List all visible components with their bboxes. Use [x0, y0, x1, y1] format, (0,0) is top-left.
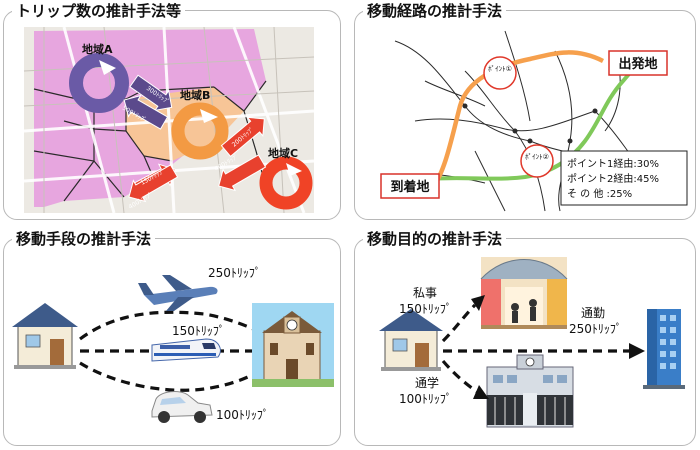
purpose-diagram: 私事 150ﾄﾘｯﾌﾟ 通勤 250ﾄﾘｯﾌﾟ 通学 100ﾄﾘｯﾌﾟ [379, 257, 685, 428]
mode-panel: 250ﾄﾘｯﾌﾟ 150ﾄﾘｯﾌﾟ 100ﾄﾘｯﾌﾟ [3, 238, 341, 446]
region-b-ring [171, 102, 229, 160]
legend-other: そ の 他 :25% [567, 187, 632, 200]
point-2-label: ﾎﾟｲﾝﾄ② [525, 153, 549, 161]
trip-map: 地域A 地域B 地域C 300ﾄﾘｯﾌﾟ 500ﾄﾘｯﾌﾟ 200ﾄﾘｯﾌﾟ 4… [23, 26, 315, 214]
origin-label: 出発地 [618, 56, 657, 72]
purpose-panel: 私事 150ﾄﾘｯﾌﾟ 通勤 250ﾄﾘｯﾌﾟ 通学 100ﾄﾘｯﾌﾟ [354, 238, 696, 446]
region-b-label: 地域B [180, 88, 210, 102]
route-panel: ﾎﾟｲﾝﾄ① ﾎﾟｲﾝﾄ② 出発地 到着地 ポイント1経由:30% ポイント2経… [354, 10, 696, 220]
commute-label: 通勤 [581, 306, 605, 320]
private-trips: 150ﾄﾘｯﾌﾟ [399, 302, 452, 316]
legend-point2: ポイント2経由:45% [567, 172, 659, 185]
trip-count-title: トリップ数の推計手法等 [12, 2, 186, 20]
dash-arrow-school [441, 359, 480, 395]
school-label: 通学 [415, 375, 439, 390]
region-c-label: 地域C [268, 146, 298, 160]
orange-route [431, 50, 605, 189]
legend-point1: ポイント1経由:30% [567, 157, 659, 170]
point-1-marker [483, 56, 517, 90]
flow-arrow-6 [128, 164, 179, 203]
route-map: ﾎﾟｲﾝﾄ① ﾎﾟｲﾝﾄ② 出発地 到着地 ポイント1経由:30% ポイント2経… [380, 30, 688, 212]
private-label: 私事 [413, 286, 437, 300]
mode-diagram: 250ﾄﾘｯﾌﾟ 150ﾄﾘｯﾌﾟ 100ﾄﾘｯﾌﾟ [12, 266, 334, 423]
trip-count-panel: 地域A 地域B 地域C 300ﾄﾘｯﾌﾟ 500ﾄﾘｯﾌﾟ 200ﾄﾘｯﾌﾟ 4… [3, 10, 341, 220]
dash-arrow-car [79, 359, 276, 392]
route-title: 移動経路の推計手法 [363, 2, 507, 20]
route-share-legend [560, 150, 688, 206]
flow-arrow-4 [218, 154, 267, 192]
purpose-title: 移動目的の推計手法 [363, 230, 507, 248]
office-building-icon [643, 309, 685, 389]
destination-label: 到着地 [390, 179, 429, 195]
car-icon [151, 391, 213, 423]
region-a-ring [69, 53, 129, 113]
plane-trips: 250ﾄﾘｯﾌﾟ [208, 266, 261, 280]
shopping-street-icon [480, 257, 568, 329]
destination-box [380, 173, 440, 199]
dash-arrow-private [441, 303, 477, 343]
flow-arrow-1 [129, 74, 173, 112]
region-a-label: 地域A [82, 42, 113, 56]
airplane-icon [138, 275, 218, 311]
train-icon [151, 338, 221, 362]
car-trips: 100ﾄﾘｯﾌﾟ [216, 408, 269, 422]
flow-arrow-2 [123, 94, 169, 130]
point-1-label: ﾎﾟｲﾝﾄ① [488, 65, 512, 73]
destination-building-icon [252, 303, 334, 387]
commute-trips: 250ﾄﾘｯﾌﾟ [569, 322, 622, 336]
origin-box [608, 50, 668, 76]
school-trips: 100ﾄﾘｯﾌﾟ [399, 392, 452, 406]
house-icon [379, 309, 443, 371]
flow-arrow-3 [220, 116, 265, 158]
house-icon [12, 303, 78, 369]
green-route [426, 59, 642, 181]
region-c-ring [259, 156, 313, 210]
point-2-marker [520, 144, 554, 178]
train-trips: 150ﾄﾘｯﾌﾟ [172, 324, 225, 338]
mode-title: 移動手段の推計手法 [12, 230, 156, 248]
school-icon [486, 354, 574, 428]
